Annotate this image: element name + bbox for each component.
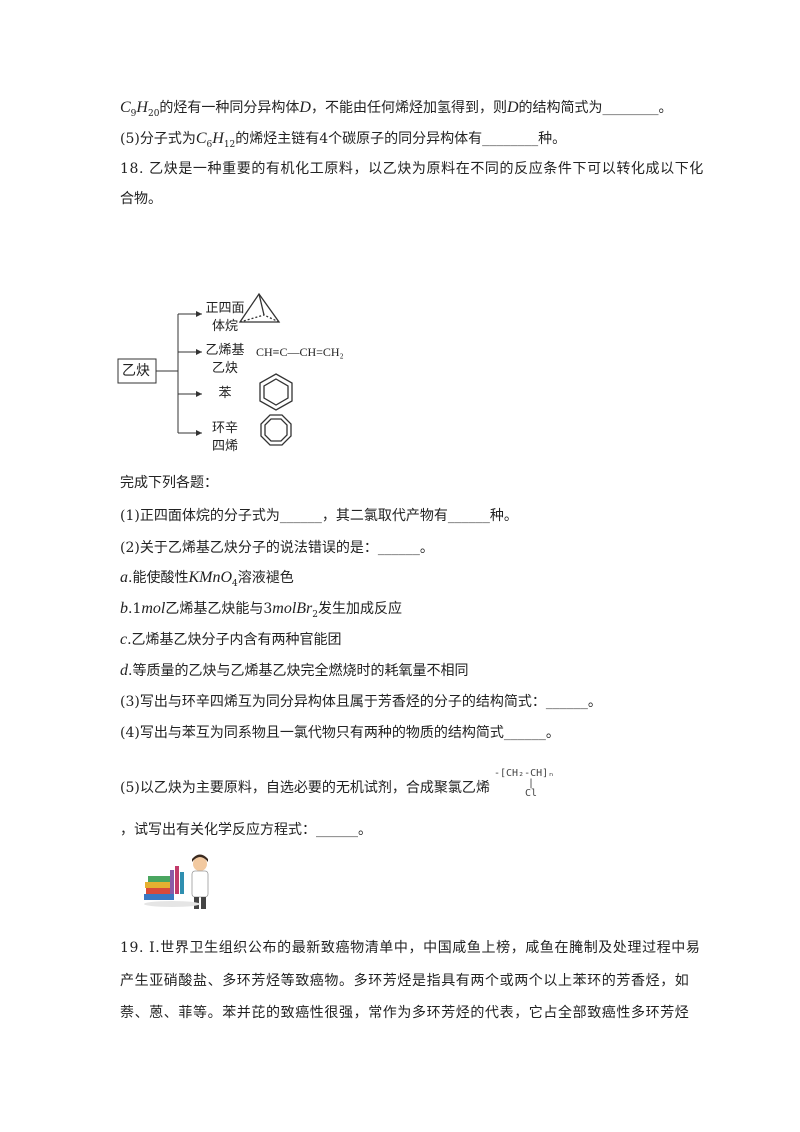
- scientist-books-image: [144, 854, 209, 909]
- formula-h: H: [136, 99, 148, 116]
- sub-12: 12: [223, 139, 236, 150]
- option-a: a.能使酸性KMnO4溶液褪色: [120, 569, 294, 589]
- task-3: (3)写出与环辛四烯互为同分异构体且属于芳香烃的分子的结构简式：______。: [120, 694, 602, 710]
- label-cyclooctatetraene: 环辛四烯: [211, 421, 238, 454]
- line-c9h20: C9H20的烃有一种同分异构体D，不能由任何烯烃加氢得到，则D的结构简式为___…: [120, 98, 673, 124]
- option-c: c.乙烯基乙炔分子内含有两种官能团: [120, 631, 342, 648]
- label-benzene: 苯: [218, 386, 232, 401]
- task-2: (2)关于乙烯基乙炔分子的说法错误的是：______。: [120, 540, 434, 556]
- label-vinylacetylene: 乙烯基乙炔: [205, 343, 245, 376]
- task-1: (1)正四面体烷的分子式为______，其二氯取代产物有______种。: [120, 508, 518, 524]
- number-4: 4: [319, 131, 329, 147]
- text-structure: 的结构简式为________。: [518, 100, 673, 116]
- cyclooctatetraene-structure: [260, 414, 292, 446]
- tetrahedrane-structure: [238, 292, 281, 323]
- vinylacetylene-formula: CH≡C—CH=CH₂: [256, 345, 344, 359]
- text-isomer-count: 个碳原子的同分异构体有________种。: [328, 131, 567, 147]
- text-olefin: 的烯烃主链有: [235, 131, 320, 147]
- q19-line-1: 19. I.世界卫生组织公布的最新致癌物清单中，中国咸鱼上榜，咸鱼在腌制及处理过…: [120, 940, 701, 956]
- var-d-2: D: [506, 99, 519, 116]
- tasks-intro: 完成下列各题：: [120, 475, 218, 491]
- q19-line-3: 萘、蒽、菲等。苯并芘的致癌性很强，常作为多环芳烃的代表，它占全部致癌性多环芳烃: [120, 1005, 690, 1021]
- task-5-cont: ，试写出有关化学反应方程式：______。: [120, 822, 372, 838]
- option-b: b.1mol乙烯基乙炔能与3molBr2发生加成反应: [120, 600, 403, 620]
- sub-9: 9: [130, 108, 137, 119]
- task-5: (5)以乙炔为主要原料，自选必要的无机试剂，合成聚氯乙烯: [120, 780, 490, 796]
- text-isomer: 的烃有一种同分异构体: [159, 100, 300, 116]
- q18-line-2: 合物。: [120, 191, 162, 207]
- formula-c: C: [120, 99, 131, 116]
- sub-20: 20: [147, 108, 160, 119]
- source-acetylene: 乙炔: [122, 363, 150, 379]
- line-q5: (5)分子式为C6H12的烯烃主链有4个碳原子的同分异构体有________种。: [120, 129, 566, 155]
- label-tetrahedrane: 正四面体烷: [205, 301, 245, 334]
- question-number: (5): [120, 131, 140, 147]
- diagram-lines: [117, 292, 293, 446]
- task-4: (4)写出与苯互为同系物且一氯代物只有两种的物质的结构简式______。: [120, 725, 560, 741]
- text-cannot: ，不能由任何烯烃加氢得到，则: [310, 100, 507, 116]
- benzene-structure: [259, 373, 293, 411]
- text-formula: 分子式为: [139, 131, 196, 147]
- q18-line-1: 18. 乙炔是一种重要的有机化工原料，以乙炔为原料在不同的反应条件下可以转化成以…: [120, 161, 704, 177]
- pvc-structure: -[CH₂-CH]ₙ | Cl: [494, 768, 555, 799]
- var-d: D: [299, 99, 311, 116]
- option-d: d.等质量的乙炔与乙烯基乙炔完全燃烧时的耗氧量不相同: [120, 662, 469, 679]
- formula-h: H: [212, 130, 224, 147]
- sub-6: 6: [206, 139, 213, 150]
- formula-c: C: [195, 130, 207, 147]
- q19-line-2: 产生亚硝酸盐、多环芳烃等致癌物。多环芳烃是指具有两个或两个以上苯环的芳香烃，如: [120, 973, 690, 989]
- reaction-diagram: 乙炔 正四面体烷 乙烯基乙炔 苯 环辛四烯 CH≡C—CH=CH₂: [116, 290, 376, 460]
